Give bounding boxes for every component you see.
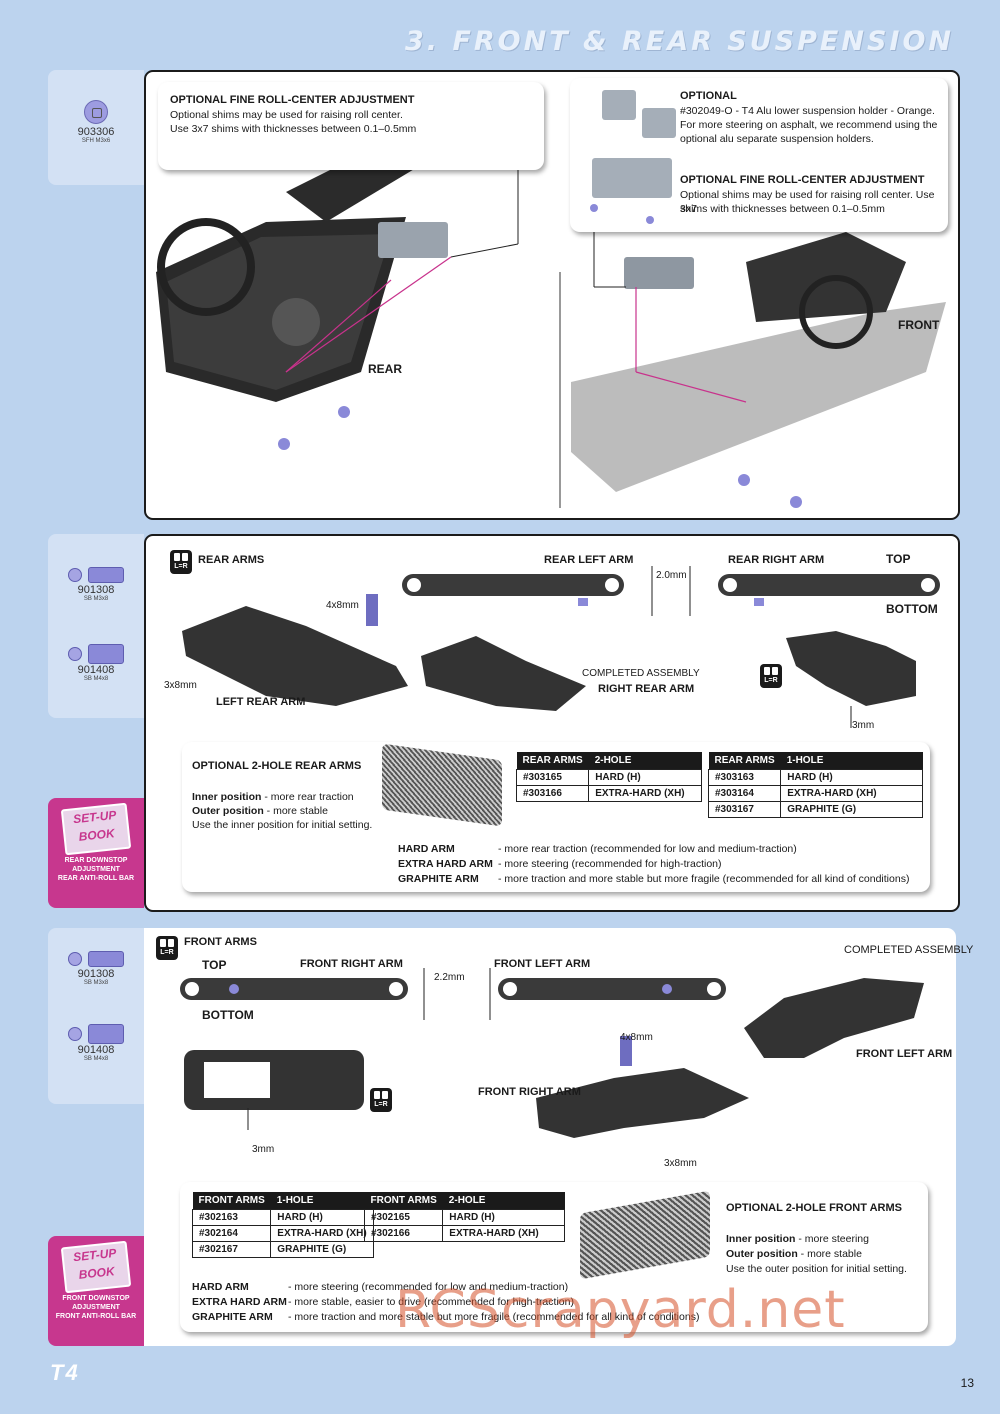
rear-left-arm-label: REAR LEFT ARM: [544, 554, 634, 566]
washer-icon: [68, 1027, 82, 1041]
panel-front-arms: L=R FRONT ARMS COMPLETED ASSEMBLY TOP BO…: [144, 928, 973, 1346]
t4-logo: T4: [50, 1360, 80, 1385]
washer-icon: [68, 567, 82, 582]
pin-icon: [88, 644, 124, 664]
front-left-arm-label: FRONT LEFT ARM: [856, 1048, 953, 1060]
lr-icon: L=R: [156, 936, 178, 960]
card-optional-rear: OPTIONAL 2-HOLE REAR ARMS Inner position…: [182, 742, 930, 892]
page-title: 3. FRONT & REAR SUSPENSION: [405, 26, 954, 57]
pin-icon: [88, 1024, 124, 1044]
graphite-arm-texture: [382, 743, 502, 827]
front-arms-title: FRONT ARMS: [184, 936, 257, 948]
setup-book-rear: SET-UP BOOK REAR DOWNSTOP ADJUSTMENT REA…: [48, 798, 144, 908]
graphite-arm-texture: [580, 1190, 710, 1280]
front-arms-illustration: [180, 968, 924, 1138]
front-right-arm-label: FRONT RIGHT ARM: [478, 1086, 581, 1098]
lr-icon: L=R: [370, 1088, 392, 1112]
part-901408: 901408 SB M4x8: [48, 1024, 144, 1062]
pin-icon: [88, 950, 124, 967]
screw-icon: [84, 100, 108, 124]
panel-roll-center: OPTIONAL FINE ROLL-CENTER ADJUSTMENT Opt…: [144, 70, 960, 520]
rear-arms-title: REAR ARMS: [198, 554, 265, 566]
lr-icon: L=R: [170, 550, 192, 574]
page-number: 13: [960, 1376, 974, 1390]
parts-sidebar-2: 901308 SB M3x8 901408 SB M4x8: [48, 534, 144, 718]
rear-right-arm-label: REAR RIGHT ARM: [728, 554, 825, 566]
parts-sidebar-1: 903306 SFH M3x6: [48, 70, 144, 185]
part-901308: 901308 SB M3x8: [48, 950, 144, 986]
rear-label: REAR: [368, 362, 403, 376]
front-label: FRONT: [898, 318, 940, 332]
lr-icon: L=R: [760, 664, 782, 688]
card-rear-roll-center: OPTIONAL FINE ROLL-CENTER ADJUSTMENT Opt…: [158, 82, 544, 170]
front-left-arm-top-label: FRONT LEFT ARM: [494, 958, 591, 970]
washer-icon: [68, 951, 82, 966]
washer-icon: [68, 647, 82, 661]
setup-book-icon: SET-UP BOOK: [60, 802, 132, 856]
rear-arms-illustration: [182, 566, 940, 728]
part-903306: 903306 SFH M3x6: [48, 100, 144, 144]
setup-book-icon: SET-UP BOOK: [60, 1240, 132, 1294]
top-label: TOP: [202, 958, 227, 972]
watermark: RCScrapyard.net: [395, 1280, 846, 1340]
front-right-arm-top-label: FRONT RIGHT ARM: [300, 958, 403, 970]
part-901308: 901308 SB M3x8: [48, 566, 144, 602]
setup-book-front: SET-UP BOOK FRONT DOWNSTOP ADJUSTMENT FR…: [48, 1236, 144, 1346]
part-901408: 901408 SB M4x8: [48, 644, 144, 682]
parts-sidebar-3: 901308 SB M3x8 901408 SB M4x8: [48, 928, 144, 1104]
holder-parts-illustration: [590, 90, 676, 224]
card-front-optional: OPTIONAL #302049-O - T4 Alu lower suspen…: [570, 78, 948, 232]
pin-icon: [88, 566, 124, 583]
left-rear-arm-label: LEFT REAR ARM: [216, 696, 306, 708]
right-rear-arm-label: RIGHT REAR ARM: [598, 683, 695, 695]
bottom-label: BOTTOM: [886, 602, 938, 616]
bottom-label: BOTTOM: [202, 1008, 254, 1022]
top-label: TOP: [886, 552, 911, 566]
panel-rear-arms: L=R REAR ARMS REAR LEFT ARM REAR RIGHT A…: [144, 534, 960, 912]
